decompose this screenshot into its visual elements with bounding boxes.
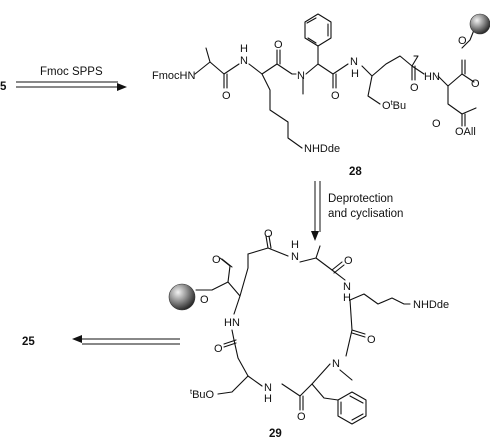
o-c-label: O: [367, 334, 376, 346]
oall-label: OAll: [455, 126, 476, 138]
tbuo-label: tBuO: [190, 387, 215, 401]
step3-arrow: [72, 335, 180, 345]
n-a-label: N: [291, 251, 299, 263]
o-a-label: O: [264, 228, 273, 240]
fmochn-label: FmocHN: [152, 70, 195, 82]
o-6-label: O: [432, 118, 441, 130]
o-e-label: O: [297, 411, 306, 423]
start-compound-number: 5: [0, 81, 7, 93]
compound-29-structure: [195, 235, 411, 425]
hn-3-label: HN: [424, 71, 440, 83]
step2-arrow: [311, 181, 321, 241]
h-b-label: H: [343, 292, 351, 304]
h-a-label: H: [291, 239, 299, 251]
step1-arrow: [16, 81, 127, 91]
o-ester-ring-label: O: [200, 294, 209, 306]
step2-line1: Deprotection: [328, 193, 393, 205]
o-4-label: O: [410, 82, 419, 94]
o-2-label: O: [274, 39, 283, 51]
compound-29-number: 29: [269, 428, 282, 440]
o-5-label: O: [471, 78, 480, 90]
o-ester-dbl-label: O: [212, 254, 221, 266]
step1-condition: Fmoc SPPS: [40, 66, 103, 78]
nh-2-n: N: [350, 56, 358, 68]
nh-2-h: H: [351, 68, 359, 80]
nhdde-28-label: NHDde: [304, 143, 340, 155]
compound-28-structure: [194, 13, 477, 149]
o-ester-label: O: [458, 35, 467, 47]
nh-1-h: H: [240, 43, 248, 55]
o-1-label: O: [222, 90, 231, 102]
nhdde-29-label: NHDde: [413, 299, 449, 311]
resin-bead-28: [469, 13, 490, 35]
n-me-29-label: N: [332, 358, 340, 370]
step2-line2: and cyclisation: [328, 208, 403, 220]
nh-1-n: N: [240, 55, 248, 67]
h-e-label: H: [264, 393, 272, 405]
resin-bead-29: [168, 283, 196, 311]
n-me-label: N: [297, 70, 305, 82]
compound-28-number: 28: [349, 166, 362, 178]
otbu-label: OtBu: [382, 98, 406, 112]
o-d-label: O: [214, 343, 223, 355]
hn-c-label: HN: [224, 317, 240, 329]
n-e-label: N: [264, 382, 272, 394]
product-compound-number: 25: [22, 336, 35, 348]
n-b-label: N: [343, 281, 351, 293]
o-3-label: O: [331, 90, 340, 102]
o-b-label: O: [344, 255, 353, 267]
